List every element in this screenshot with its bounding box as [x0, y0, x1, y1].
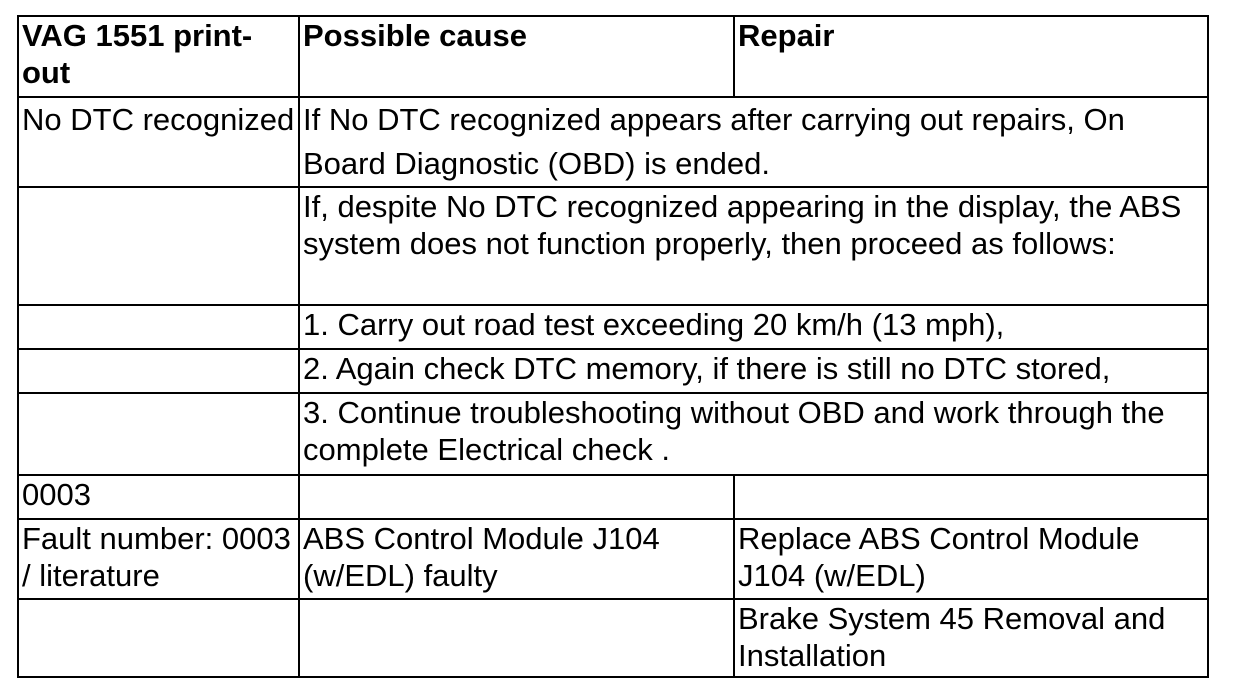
header-cell-printout: VAG 1551 print-out	[17, 15, 300, 98]
printout-cell	[17, 304, 300, 350]
printout-cell	[17, 392, 300, 476]
printout-cell: Fault number: 0003 / literature	[17, 518, 300, 600]
table-row: 3. Continue troubleshooting without OBD …	[17, 392, 1209, 476]
table-row: Fault number: 0003 / literature ABS Cont…	[17, 518, 1209, 600]
table-row: 1. Carry out road test exceeding 20 km/h…	[17, 304, 1209, 350]
printout-cell	[17, 598, 300, 678]
table-row: 0003	[17, 474, 1209, 520]
header-cell-cause: Possible cause	[298, 15, 735, 98]
printout-cell	[17, 186, 300, 306]
cause-repair-cell: 2. Again check DTC memory, if there is s…	[298, 348, 1209, 394]
printout-cell: 0003	[17, 474, 300, 520]
cause-repair-cell: 1. Carry out road test exceeding 20 km/h…	[298, 304, 1209, 350]
cause-repair-cell: If, despite No DTC recognized appearing …	[298, 186, 1209, 306]
cause-cell	[298, 474, 735, 520]
table-row: 2. Again check DTC memory, if there is s…	[17, 348, 1209, 394]
repair-cell: Brake System 45 Removal and Installation	[733, 598, 1209, 678]
table-row: If, despite No DTC recognized appearing …	[17, 186, 1209, 306]
repair-cell: Replace ABS Control Module J104 (w/EDL)	[733, 518, 1209, 600]
cause-repair-cell: If No DTC recognized appears after carry…	[298, 96, 1209, 188]
troubleshooting-table: VAG 1551 print-out Possible cause Repair…	[17, 15, 1209, 678]
table-row: No DTC recognized If No DTC recognized a…	[17, 96, 1209, 188]
printout-cell	[17, 348, 300, 394]
header-cell-repair: Repair	[733, 15, 1209, 98]
printout-cell: No DTC recognized	[17, 96, 300, 188]
cause-cell: ABS Control Module J104 (w/EDL) faulty	[298, 518, 735, 600]
repair-cell	[733, 474, 1209, 520]
cause-cell	[298, 598, 735, 678]
table-row: Brake System 45 Removal and Installation	[17, 598, 1209, 678]
cause-repair-cell: 3. Continue troubleshooting without OBD …	[298, 392, 1209, 476]
table-header-row: VAG 1551 print-out Possible cause Repair	[17, 15, 1209, 98]
